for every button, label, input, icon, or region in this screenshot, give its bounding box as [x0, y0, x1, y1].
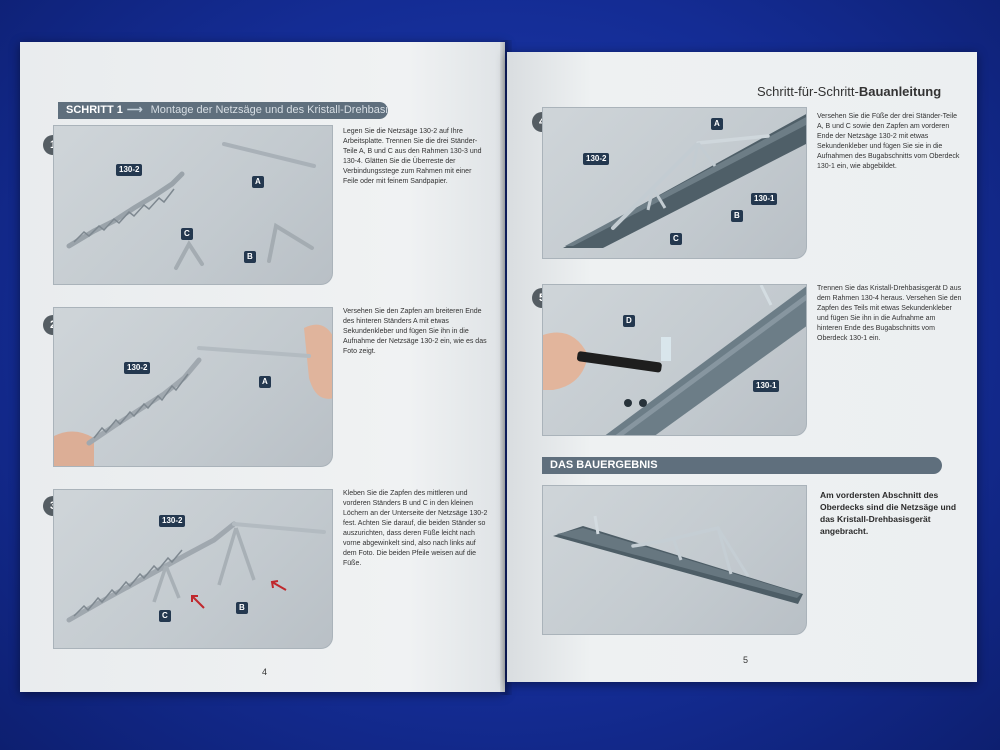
step-banner-subtitle: Montage der Netzsäge und des Kristall-Dr…: [150, 104, 388, 116]
step-4-photo: A 130-2 130-1 B C: [542, 107, 807, 259]
part-label-c: C: [670, 233, 682, 245]
step-5-photo: D 130-1: [542, 284, 807, 436]
step-2-text: Versehen Sie den Zapfen am breiteren End…: [343, 308, 487, 355]
step-banner: SCHRITT 1⟶ Montage der Netzsäge und des K…: [58, 102, 388, 119]
step-2-photo: 130-2 A: [53, 307, 333, 467]
header-prefix: Schritt-für-Schritt-: [757, 84, 859, 99]
step-3-text: Kleben Sie die Zapfen des mittleren und …: [343, 490, 488, 567]
step-1-text: Legen Sie die Netzsäge 130-2 auf Ihre Ar…: [343, 128, 482, 185]
part-label-a: A: [711, 118, 723, 130]
step-2-assembly-illustration: [54, 324, 332, 466]
part-label-a: A: [252, 176, 264, 188]
step-4-text: Versehen Sie die Füße der drei Ständer-T…: [817, 113, 960, 170]
step-1-parts-illustration: [66, 142, 316, 270]
page-header: Schritt-für-Schritt-Bauanleitung: [757, 84, 941, 99]
step-1-photo: 130-2 A C B: [53, 125, 333, 285]
part-label-130-2: 130-2: [124, 362, 151, 374]
step-4-assembly-illustration: [563, 114, 806, 248]
part-label-130-1: 130-1: [753, 380, 780, 392]
part-label-130-1: 130-1: [751, 193, 778, 205]
result-text: Am vordersten Abschnitt des Oberdecks si…: [820, 490, 957, 536]
right-page: Schritt-für-Schritt-Bauanleitung 4 A 130…: [507, 52, 977, 682]
page-number-left: 4: [262, 667, 268, 677]
part-label-a: A: [259, 376, 271, 388]
step-banner-title: SCHRITT 1: [66, 104, 123, 116]
result-photo: [542, 485, 807, 635]
result-model-illustration: [553, 515, 803, 604]
part-label-d: D: [623, 315, 635, 327]
part-label-130-2: 130-2: [583, 153, 610, 165]
part-label-b: B: [731, 210, 743, 222]
part-label-130-2: 130-2: [159, 515, 186, 527]
arrow-icon: ⟶: [126, 104, 143, 116]
part-label-b: B: [244, 251, 256, 263]
part-label-c: C: [159, 610, 171, 622]
header-bold: Bauanleitung: [858, 84, 942, 99]
left-page: SCHRITT 1⟶ Montage der Netzsäge und des K…: [20, 42, 505, 692]
step-3-photo: 130-2 C B: [53, 489, 333, 649]
page-number-right: 5: [743, 655, 749, 665]
step-3-assembly-illustration: [66, 521, 326, 623]
step-5-text: Trennen Sie das Kristall-Drehbasisgerät …: [817, 285, 962, 342]
step-5-assembly-illustration: [543, 285, 806, 435]
result-banner: DAS BAUERGEBNIS: [542, 457, 942, 474]
part-label-130-2: 130-2: [116, 164, 143, 176]
part-label-b: B: [236, 602, 248, 614]
part-label-c: C: [181, 228, 193, 240]
